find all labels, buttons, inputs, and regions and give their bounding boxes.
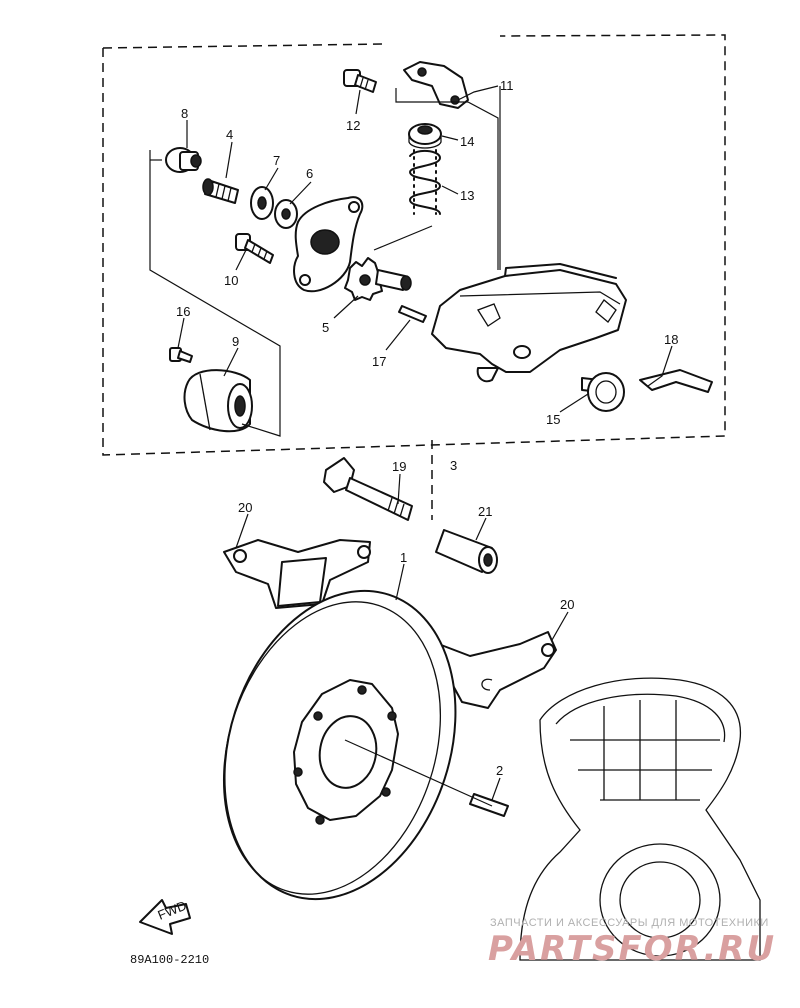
label-part-21: 21: [478, 504, 492, 519]
watermark: ЗАПЧАСТИ И АКСЕССУАРЫ ДЛЯ МОТОТЕХНИКИ PA…: [488, 917, 776, 969]
assembly-boundary: [102, 34, 726, 520]
watermark-tagline: ЗАПЧАСТИ И АКСЕССУАРЫ ДЛЯ МОТОТЕХНИКИ: [490, 917, 769, 929]
part-10-bolt: [235, 233, 274, 264]
part-8-cap-nut: [165, 147, 202, 173]
label-part-13: 13: [460, 188, 474, 203]
label-part-15: 15: [546, 412, 560, 427]
part-11-spring-bracket: [403, 61, 469, 109]
part-4-adjust-screw: [202, 178, 239, 204]
part-6-plate-washer: [274, 199, 298, 229]
label-part-10: 10: [224, 273, 238, 288]
label-part-11: 11: [500, 78, 514, 93]
label-part-18: 18: [664, 332, 678, 347]
caliper-bracket-plate: [293, 196, 364, 293]
label-part-20-lower: 20: [560, 597, 574, 612]
part-21-collar: [435, 529, 498, 574]
part-9-cover: [183, 369, 253, 433]
figure-code: 89A100-2210: [130, 953, 209, 967]
label-part-12: 12: [346, 118, 360, 133]
leader-lines: [149, 85, 673, 807]
part-15-pin: [581, 372, 625, 412]
watermark-site: PARTSFOR.RU: [488, 929, 776, 969]
part-number-labels: 8 4 7 6 10 5 17 16 9 12 11 14 13 15 18 3…: [176, 78, 678, 778]
label-part-16: 16: [176, 304, 190, 319]
forward-direction-arrow: FWD: [139, 898, 191, 935]
part-18-clip: [639, 369, 713, 393]
label-part-20-upper: 20: [238, 500, 252, 515]
label-part-7: 7: [273, 153, 280, 168]
label-part-8: 8: [181, 106, 188, 121]
label-part-19: 19: [392, 459, 406, 474]
part-1-brake-disc: [222, 589, 457, 901]
part-17-pin: [398, 305, 427, 323]
part-12-bolt: [343, 69, 377, 93]
label-part-4: 4: [226, 127, 233, 142]
caliper-body: [431, 263, 627, 383]
part-19-bolt: [323, 457, 413, 521]
hub-housing-outline: [519, 677, 761, 961]
label-part-14: 14: [460, 134, 474, 149]
label-part-2: 2: [496, 763, 503, 778]
label-part-3: 3: [450, 458, 457, 473]
label-part-1: 1: [400, 550, 407, 565]
part-13-spring: [409, 149, 441, 215]
label-part-5: 5: [322, 320, 329, 335]
part-14-spring-seat: [408, 123, 442, 149]
label-part-17: 17: [372, 354, 386, 369]
part-16-bolt: [169, 347, 193, 363]
label-part-9: 9: [232, 334, 239, 349]
part-20-pad-upper: [223, 539, 371, 609]
label-part-6: 6: [306, 166, 313, 181]
part-7-washer: [250, 186, 274, 220]
part-5-adjust-gear: [344, 257, 412, 301]
